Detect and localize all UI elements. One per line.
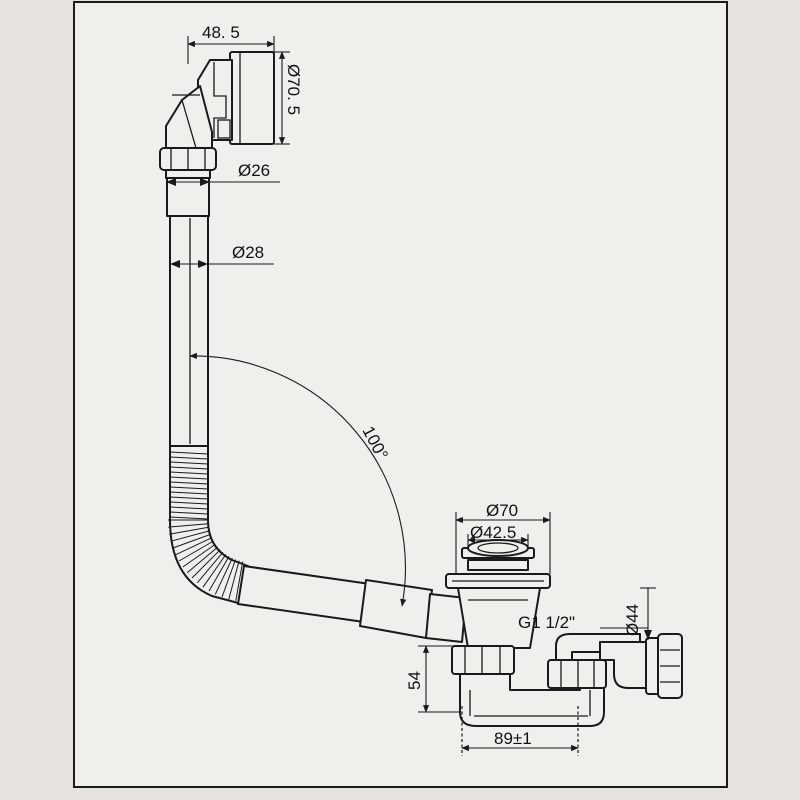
label-trap-height: 54 bbox=[405, 671, 424, 690]
overflow-head bbox=[159, 51, 275, 179]
label-overflow-depth: 48. 5 bbox=[202, 23, 240, 42]
dim-tube-small: Ø26 bbox=[166, 161, 280, 186]
label-waste-outer: Ø70 bbox=[486, 501, 518, 520]
dim-overflow-diameter: Ø70. 5 bbox=[274, 51, 303, 145]
label-tube-small: Ø26 bbox=[238, 161, 270, 180]
label-waste-inner: Ø42.5 bbox=[470, 523, 516, 542]
trap bbox=[459, 633, 649, 727]
dim-trap-spacing: 89±1 bbox=[461, 706, 579, 756]
label-trap-spacing: 89±1 bbox=[494, 729, 532, 748]
outlet-connector bbox=[645, 633, 683, 699]
dim-tube-large: Ø28 bbox=[170, 243, 274, 268]
label-tube-large: Ø28 bbox=[232, 243, 264, 262]
label-thread: G1 1/2" bbox=[518, 613, 575, 632]
overflow-tube bbox=[166, 177, 210, 447]
dim-trap-height: 54 bbox=[405, 645, 460, 713]
dim-outlet-diameter: Ø44 bbox=[600, 587, 656, 640]
waste-fitting bbox=[445, 539, 551, 675]
label-outlet-diameter: Ø44 bbox=[623, 604, 642, 636]
label-overflow-diameter: Ø70. 5 bbox=[284, 64, 303, 115]
dim-waste-diameters: Ø70 Ø42.5 bbox=[455, 501, 551, 574]
dim-overflow-depth: 48. 5 bbox=[187, 23, 275, 64]
